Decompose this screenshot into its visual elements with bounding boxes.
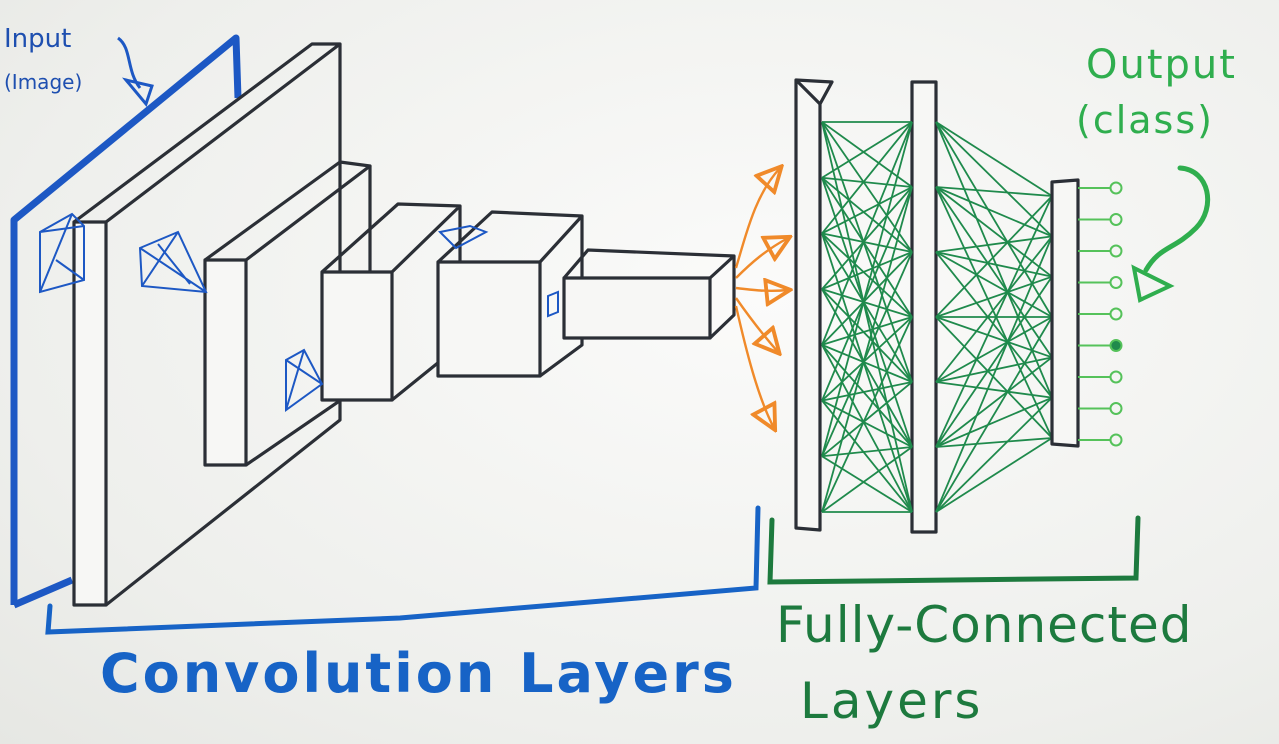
fc-connection-line [821,232,913,383]
fc-connection-line [821,251,913,290]
fc-connection-line [821,316,913,513]
fc-connection-line [821,288,913,383]
fc-connection-line [821,316,913,402]
fc-connection-line [935,276,1053,448]
output-node [1109,181,1123,195]
fc-connection-line [821,344,913,448]
flatten-arrows [734,168,788,428]
fc-connection-line [821,121,913,179]
fc-connection-line [935,396,1053,448]
fc-connection-line [935,381,1053,399]
input-image-label: (Image) [4,70,83,94]
fc-connection-line [821,232,913,318]
fc-connection-line [935,356,1053,448]
output-node [1109,402,1123,415]
fc-connection-line [821,232,913,253]
conv-layer-1 [72,42,342,607]
output-nodes [1078,181,1123,447]
fc-connection-line [935,235,1053,513]
output-node [1109,276,1123,289]
fc-layer-2 [910,80,938,534]
fc-connection-line [821,177,913,253]
fc-connection-line [821,381,913,457]
fc-connection-line [935,397,1053,513]
fc-connection-line [935,437,1053,448]
fc-connection-line [821,400,913,513]
fc-connection-line [935,316,1053,513]
fc-connection-line [821,176,913,188]
fc-connection-line [821,186,913,290]
convolution-bracket [45,505,761,635]
fully-connected-label: Fully-Connected [776,596,1193,654]
fc-connection-line [821,121,913,253]
fc-connection-line [935,356,1053,383]
fc-connection-line [821,186,913,401]
fully-connected-bracket [767,515,1141,585]
fc-connection-line [935,121,1053,399]
fc-connection-line [821,121,913,383]
fc-connection-line [821,121,913,457]
fc-connection-line [935,195,1053,448]
output-node [1109,307,1123,321]
fc-connection-line [935,235,1053,383]
output-node [1109,370,1123,384]
fc-connection-line [821,344,913,513]
output-node [1109,244,1123,258]
fc-connection-line [821,344,913,383]
output-layer [1050,178,1080,448]
fc-connection-line [935,195,1053,318]
fc-connection-line [821,121,913,513]
output-node [1109,433,1123,447]
fc-connection-line [935,186,1053,238]
output-class-label: (class) [1076,98,1214,142]
fc-layer-1 [794,78,834,532]
convolution-layers-label: Convolution Layers [100,642,737,705]
fc-connection-line [821,251,913,457]
fc-connection-line [821,121,913,234]
fc-connection-line [935,121,1053,197]
fc-connection-line [821,288,913,318]
fc-connections [821,121,1053,513]
fc-connection-line [821,177,913,448]
conv-layer-5 [562,248,736,340]
fc-connection-line [935,235,1053,253]
output-node [1109,339,1123,352]
fc-connection-line [821,455,913,513]
output-node [1109,213,1123,226]
fc-connection-line [935,437,1053,513]
input-arrow-icon [116,36,154,108]
fc-connection-line [821,121,913,346]
input-image-plane [10,34,242,609]
fc-connection-line [821,233,913,513]
fc-connection-line [821,186,913,235]
fc-connection-line [935,316,1053,383]
fc-connection-line [935,251,1053,278]
fully-connected-layers-label: Layers [800,672,984,730]
output-label: Output [1086,42,1237,88]
fc-connection-line [821,186,913,513]
filter-icons [39,212,559,412]
fc-connection-line [821,446,913,513]
input-label: Input [4,24,72,54]
fc-connection-line [821,399,913,448]
fc-connection-line [935,186,1053,439]
output-arrow-icon [1131,165,1211,303]
fc-connection-line [821,288,913,448]
fc-connection-line [935,186,1053,358]
fc-connection-line [821,177,913,318]
fc-connection-line [935,186,1053,197]
fc-connection-line [821,251,913,346]
fc-connection-line [821,381,913,402]
fc-connection-line [821,316,913,346]
